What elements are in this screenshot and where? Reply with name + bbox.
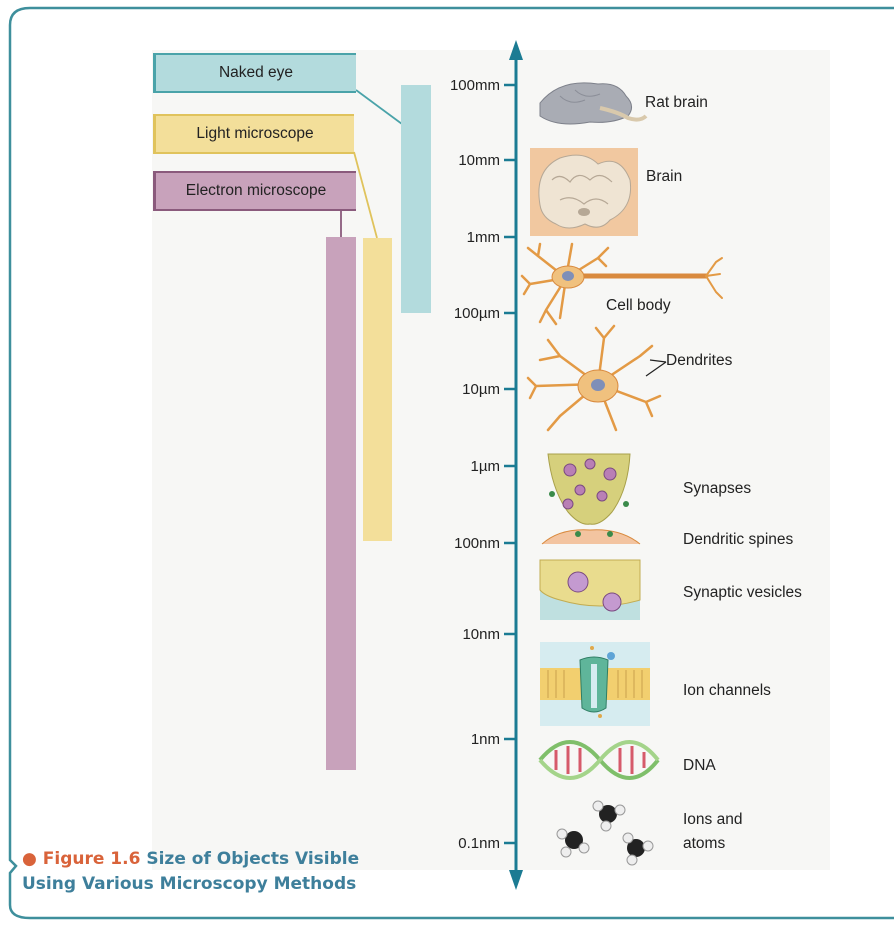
label-dendritic-spines: Dendritic spines bbox=[683, 531, 793, 549]
brain-slice-illustration bbox=[530, 148, 638, 236]
ion-channel-illustration bbox=[540, 642, 650, 726]
caption-text-line1: Size of Objects Visible bbox=[146, 849, 359, 869]
figure-caption: ● Figure 1.6 Size of Objects Visible Usi… bbox=[22, 847, 359, 897]
label-ion-channels: Ion channels bbox=[683, 682, 771, 700]
dendrites-pointer-lines bbox=[646, 360, 666, 376]
rat-brain-illustration bbox=[540, 83, 646, 124]
label-synapses: Synapses bbox=[683, 480, 751, 498]
caption-bullet: ● bbox=[22, 849, 37, 869]
label-cell-body: Cell body bbox=[606, 297, 671, 315]
ions-atoms-illustration bbox=[557, 801, 653, 865]
caption-figure-number: Figure 1.6 bbox=[43, 849, 141, 869]
synapse-illustration bbox=[542, 454, 640, 544]
label-brain: Brain bbox=[646, 168, 682, 186]
label-dendrites: Dendrites bbox=[666, 352, 732, 370]
label-atoms: atoms bbox=[683, 835, 725, 853]
caption-text-line2: Using Various Microscopy Methods bbox=[22, 874, 356, 894]
label-ions-and: Ions and bbox=[683, 811, 742, 829]
label-synaptic-vesicles: Synaptic vesicles bbox=[683, 584, 802, 602]
label-dna: DNA bbox=[683, 757, 716, 775]
synaptic-vesicles-illustration bbox=[540, 560, 640, 620]
label-rat-brain: Rat brain bbox=[645, 94, 708, 112]
dna-illustration bbox=[540, 742, 658, 778]
